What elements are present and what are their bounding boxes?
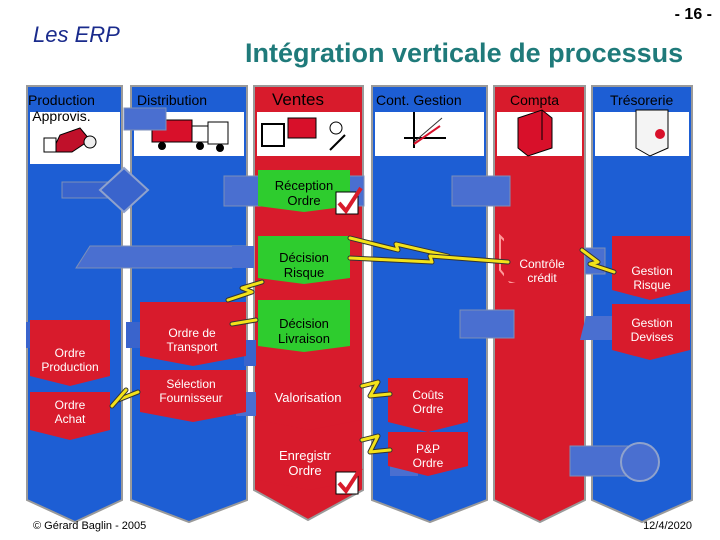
step-couts-ordre: Coûts Ordre xyxy=(412,388,444,416)
step-box-decision-livraison xyxy=(258,300,350,352)
step-box-ordre-achat xyxy=(30,392,110,440)
chart-icon xyxy=(404,112,446,148)
sales-office-icon xyxy=(261,117,346,151)
step-box-gestion-devises xyxy=(612,304,690,360)
safe-icon xyxy=(635,109,669,157)
step-box-decision-risque xyxy=(258,236,350,284)
step-valorisation: Valorisation xyxy=(274,390,342,405)
step-enregistr-ordre: Enregistr Ordre xyxy=(278,448,332,478)
check-icon-enregistr xyxy=(335,466,363,495)
step-box-enregistr xyxy=(258,430,360,490)
step-gestion-risque: Gestion Risque xyxy=(631,264,673,292)
step-reception-ordre: Réception Ordre xyxy=(274,178,334,208)
lightning-link xyxy=(109,235,617,455)
step-controle-credit: Contrôle crédit xyxy=(519,257,565,285)
page-number: - 16 - xyxy=(674,6,712,23)
step-box-controle-credit xyxy=(504,236,580,290)
section-title: Les ERP xyxy=(33,22,120,47)
column-head-tresorerie: Trésorerie xyxy=(610,92,674,108)
column-head-ventes: Ventes xyxy=(272,90,324,109)
end-circle xyxy=(620,442,660,482)
column-head-distribution: Distribution xyxy=(137,92,208,108)
step-ordre-achat: Ordre Achat xyxy=(54,398,86,426)
column-head-production: Production Approvis. xyxy=(28,92,95,124)
step-ordre-production: Ordre Production xyxy=(41,346,99,374)
step-selection-fournisseur: Sélection Fournisseur xyxy=(159,377,223,405)
step-ordre-transport: Ordre de Transport xyxy=(166,326,218,354)
ledger-icon xyxy=(517,109,553,157)
slide-title: Intégration verticale de processus xyxy=(245,38,684,68)
step-gestion-devises: Gestion Devises xyxy=(630,316,674,344)
step-box-reception xyxy=(258,170,350,212)
step-box-ordre-transport xyxy=(140,302,246,366)
step-pp-ordre: P&P Ordre xyxy=(412,442,444,470)
date: 12/4/2020 xyxy=(643,520,692,532)
column-head-cont-gestion: Cont. Gestion xyxy=(376,92,462,108)
copyright: © Gérard Baglin - 2005 xyxy=(33,520,147,532)
step-box-ordre-production xyxy=(30,320,110,386)
check-icon-reception xyxy=(335,186,363,215)
factory-icon xyxy=(43,127,97,153)
step-box-selection xyxy=(140,370,246,422)
step-box-gestion-risque xyxy=(612,236,690,300)
column-head-compta: Compta xyxy=(510,92,560,108)
step-box-couts xyxy=(388,378,468,432)
step-decision-livraison: Décision Livraison xyxy=(277,316,331,346)
step-box-valorisation xyxy=(258,372,360,430)
lane-compta xyxy=(493,85,586,524)
step-box-pp xyxy=(388,432,468,476)
decision-diamond-distribution xyxy=(98,166,150,214)
step-decision-risque: Décision Risque xyxy=(279,250,329,280)
